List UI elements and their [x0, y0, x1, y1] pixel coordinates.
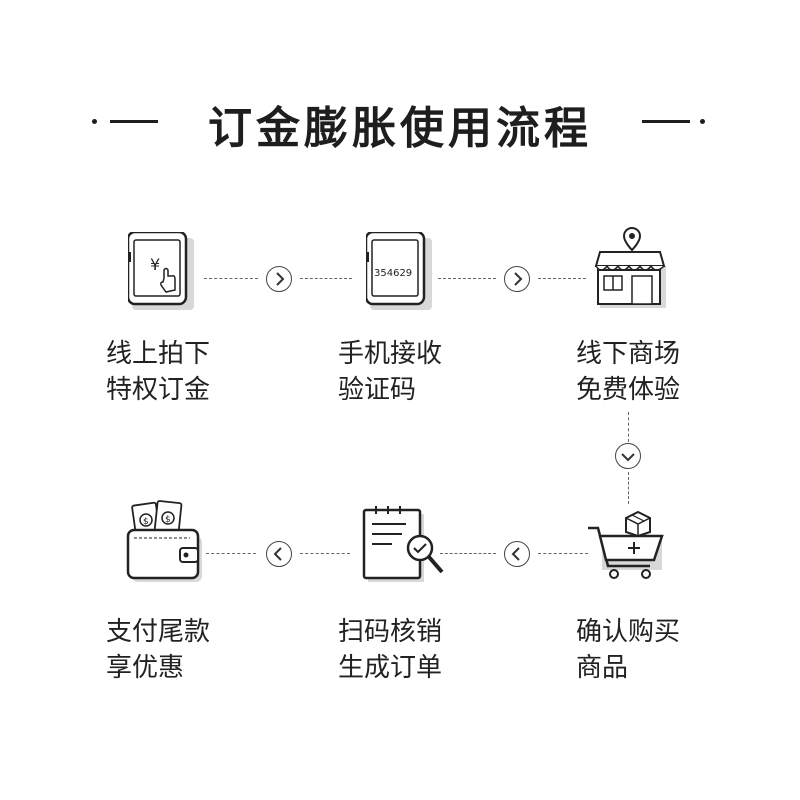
step-label-line1: 线下商场	[576, 339, 681, 369]
step-label-line1: 支付尾款	[106, 617, 211, 647]
connector-1-2-right	[300, 278, 352, 279]
connector-2-3-right	[538, 278, 586, 279]
connector-6-5-left	[538, 553, 588, 554]
verification-code: 354629	[374, 268, 412, 279]
connector-2-3-left	[438, 278, 496, 279]
step-label-line2: 生成订单	[338, 653, 443, 683]
connector-3-6-bottom	[628, 472, 629, 504]
step-label-line2: 商品	[576, 653, 629, 683]
step-label-line1: 线上拍下	[106, 339, 211, 369]
connector-5-4-left	[300, 553, 350, 554]
step-label-line1: 扫码核销	[338, 617, 443, 647]
wallet-money-icon: $ $	[126, 500, 202, 582]
cart-box-icon	[588, 510, 664, 579]
step-label-line1: 手机接收	[338, 339, 443, 369]
connector-5-4-right	[206, 553, 256, 554]
title-deco-line-right	[642, 120, 690, 123]
connector-6-5-right	[440, 553, 496, 554]
step-label-line2: 享优惠	[106, 653, 185, 683]
store-location-icon	[594, 227, 666, 308]
step-label-line2: 验证码	[338, 375, 417, 405]
title-deco-dot-left	[92, 119, 97, 124]
connector-3-6-top	[628, 412, 629, 442]
dollar-symbol: $	[143, 517, 149, 527]
step-label-line1: 确认购买	[576, 617, 681, 647]
arrow-right-icon	[266, 266, 292, 292]
title-deco-line-left	[110, 120, 158, 123]
step-label-offline-experience: 线下商场 免费体验	[576, 336, 736, 408]
page-title: 订金膨胀使用流程	[208, 103, 592, 154]
title-deco-dot-right	[700, 119, 705, 124]
document-scan-icon	[362, 506, 444, 582]
phone-yuan-tap-icon: ¥	[128, 232, 194, 310]
step-label-line2: 免费体验	[576, 375, 681, 405]
step-label-scan-verify: 扫码核销 生成订单	[338, 614, 498, 686]
arrow-down-icon	[615, 443, 641, 469]
arrow-left-icon	[266, 541, 292, 567]
connector-1-2-left	[204, 278, 258, 279]
step-label-confirm-purchase: 确认购买 商品	[576, 614, 736, 686]
yuan-symbol: ¥	[150, 255, 160, 274]
arrow-left-icon	[504, 541, 530, 567]
step-label-receive-code: 手机接收 验证码	[338, 336, 498, 408]
phone-code-icon: 354629	[366, 232, 432, 310]
dollar-symbol: $	[165, 515, 171, 525]
step-label-line2: 特权订金	[106, 375, 211, 405]
step-label-pay-balance: 支付尾款 享优惠	[106, 614, 266, 686]
arrow-right-icon	[504, 266, 530, 292]
step-label-online-deposit: 线上拍下 特权订金	[106, 336, 266, 408]
